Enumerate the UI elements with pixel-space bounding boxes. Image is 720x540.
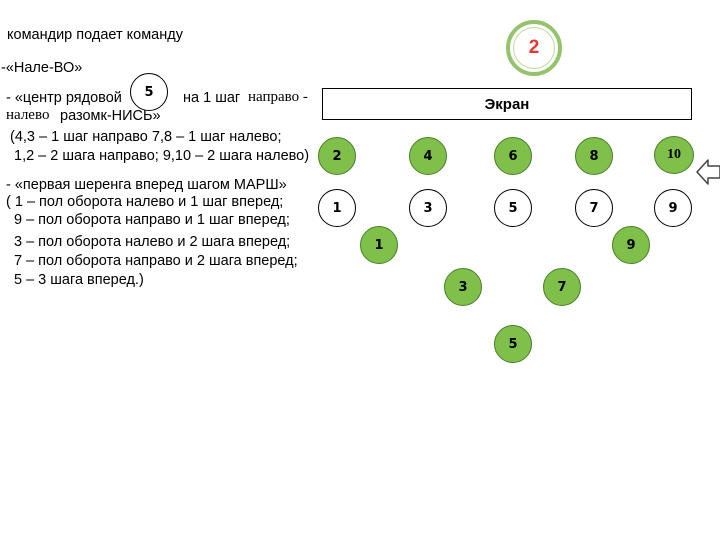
soldier-row1-3: 6 [494, 137, 532, 175]
command-line-9: 9 – пол оборота направо и 1 шаг вперед; [14, 212, 290, 228]
command-line-12: 5 – 3 шага вперед.) [14, 272, 144, 288]
soldier-wedge-5: 5 [494, 325, 532, 363]
screen-label-box: Экран [322, 88, 692, 120]
command-line-3c: направо - [248, 89, 308, 105]
slide-number: 2 [528, 37, 540, 58]
command-line-1: командир подает команду [7, 27, 183, 43]
soldier-row2-5: 9 [654, 189, 692, 227]
command-line-4b: разомк-НИСЬ» [60, 108, 161, 124]
soldier-row2-3: 5 [494, 189, 532, 227]
soldier-wedge-7: 7 [543, 268, 581, 306]
center-soldier-number: 5 [144, 84, 154, 100]
command-line-6: 1,2 – 2 шага направо; 9,10 – 2 шага нале… [14, 148, 310, 164]
command-line-3b: на 1 шаг [183, 90, 241, 106]
command-line-2: -«Нале-ВО» [1, 60, 83, 76]
screen-label: Экран [484, 95, 530, 113]
command-line-10: 3 – пол оборота налево и 2 шага вперед; [14, 234, 291, 250]
command-line-4a: налево [6, 107, 50, 123]
command-line-3a: - «центр рядовой [6, 90, 122, 106]
center-soldier-badge: 5 [130, 73, 168, 111]
soldier-row2-1: 1 [318, 189, 356, 227]
soldier-row1-4: 8 [575, 137, 613, 175]
command-line-11: 7 – пол оборота направо и 2 шага вперед; [14, 253, 298, 269]
command-line-7: - «первая шеренга вперед шагом МАРШ» [6, 177, 287, 193]
soldier-wedge-3: 3 [444, 268, 482, 306]
soldier-wedge-1: 1 [360, 226, 398, 264]
command-line-5: (4,3 – 1 шаг направо 7,8 – 1 шаг налево; [10, 129, 282, 145]
soldier-row1-1: 2 [318, 137, 356, 175]
left-arrow-icon [696, 159, 720, 185]
soldier-row2-2: 3 [409, 189, 447, 227]
command-line-8: ( 1 – пол оборота налево и 1 шаг вперед; [6, 194, 284, 210]
soldier-row2-4: 7 [575, 189, 613, 227]
soldier-row1-2: 4 [409, 137, 447, 175]
soldier-row1-5: 10 [654, 136, 694, 174]
soldier-wedge-9: 9 [612, 226, 650, 264]
slide-number-badge: 2 [506, 20, 562, 76]
